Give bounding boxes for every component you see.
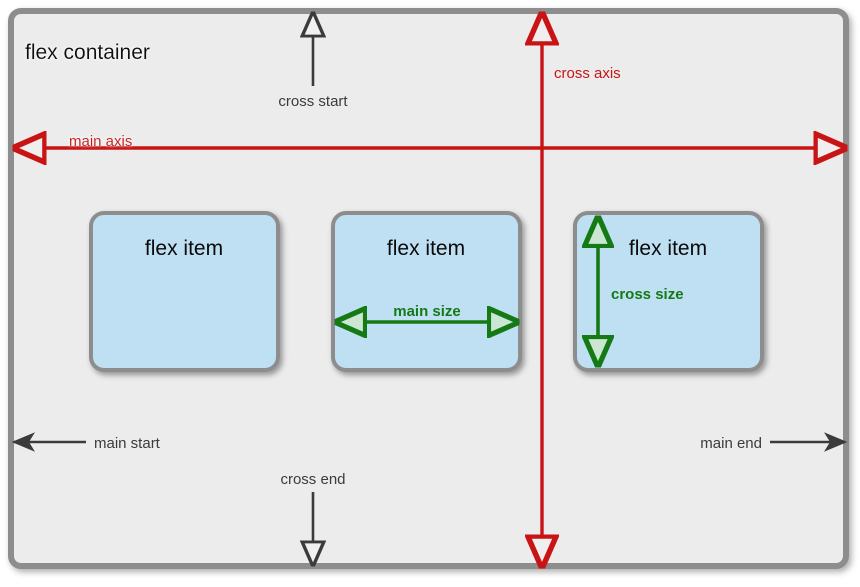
flex-item-3-label: flex item (629, 237, 707, 260)
cross-axis-label: cross axis (554, 65, 621, 82)
main-end-marker: main end (700, 432, 848, 452)
flex-item-3: flex item cross size (573, 211, 764, 372)
main-axis-label: main axis (69, 133, 132, 150)
flex-item-1-rect (89, 211, 280, 372)
cross-start-label: cross start (278, 93, 348, 110)
cross-end-label: cross end (280, 471, 345, 488)
flex-item-2-label: flex item (387, 237, 465, 260)
cross-axis: cross axis (542, 14, 621, 566)
flex-container-label: flex container (25, 41, 150, 64)
cross-end-marker: cross end (280, 471, 346, 564)
flex-item-1-label: flex item (145, 237, 223, 260)
main-size-label: main size (393, 303, 461, 320)
main-start-label: main start (94, 435, 161, 452)
main-start-marker: main start (11, 432, 161, 452)
main-end-label: main end (700, 435, 762, 452)
flex-item-3-rect (573, 211, 764, 372)
cross-start-marker: cross start (278, 14, 348, 110)
main-axis: main axis (15, 133, 845, 150)
flex-item-1: flex item (89, 211, 280, 372)
flex-item-2: flex item main size (331, 211, 522, 372)
cross-size-label: cross size (611, 286, 684, 303)
